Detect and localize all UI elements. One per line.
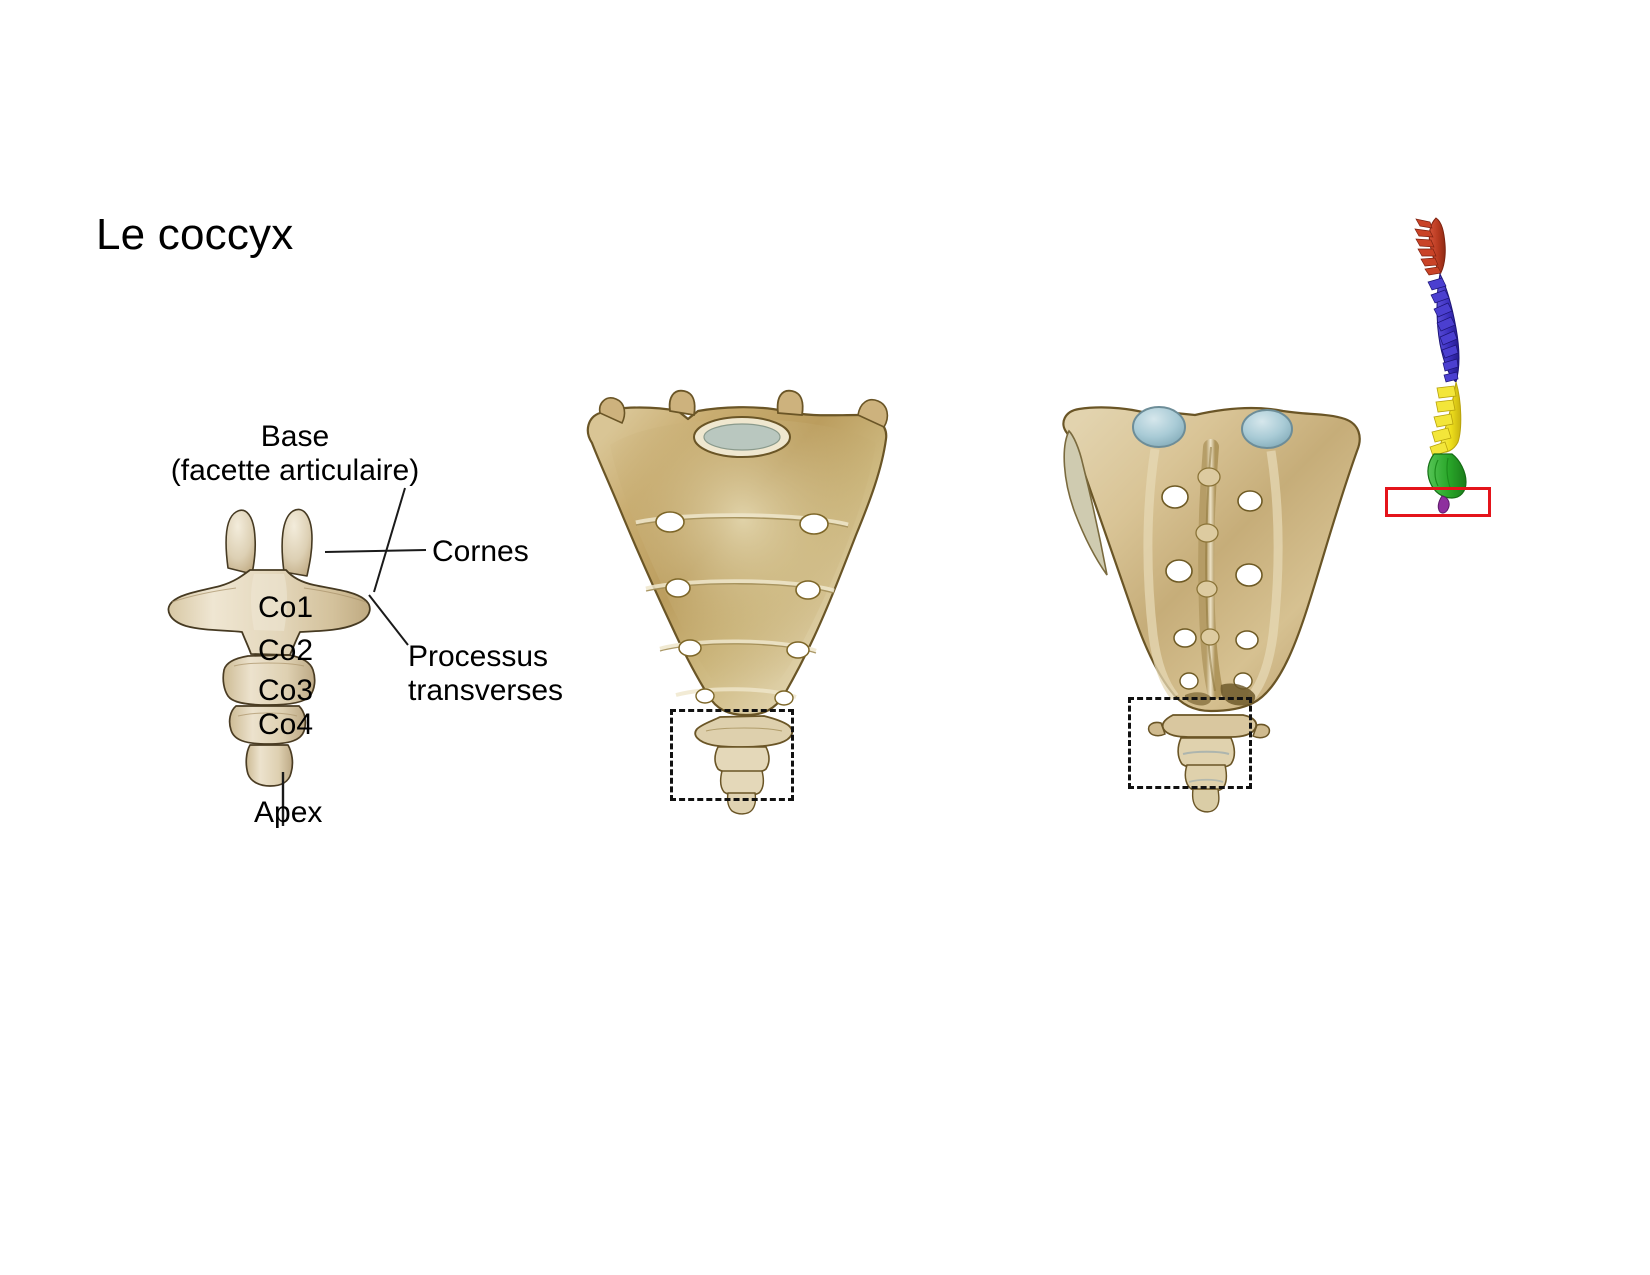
anterior-sacral-foramen-left-4: [695, 688, 715, 704]
sacral-ala-right-tip: [857, 399, 889, 429]
sacral-tubercle-2: [1195, 523, 1219, 543]
posterior-sacral-foramen-right-2: [1235, 563, 1263, 587]
label-base: Base (facette articulaire): [170, 420, 420, 488]
sacrum-anterior-illustration: [586, 389, 889, 815]
coccygeal-vertebra-2: [222, 654, 316, 706]
anterior-sacral-foramen-left-3: [678, 639, 702, 657]
anterior-sacral-foramen-right-3: [786, 641, 810, 659]
sacral-tubercle-3: [1196, 580, 1218, 598]
highlight-box-coccyx-posterior: [1128, 697, 1252, 789]
sacral-ala-left-tip: [598, 397, 626, 425]
posterior-sacral-foramen-right-3: [1235, 630, 1259, 650]
sacral-ala-left-posterior: [1063, 429, 1108, 576]
coccyx-anterior-shade: [705, 727, 783, 732]
label-processus-line1: Processus: [408, 640, 549, 673]
coccyx-illustration: [167, 508, 371, 787]
coccyx-posterior-joint-line: [1182, 750, 1230, 755]
label-base-line1: Base: [260, 420, 330, 453]
coccygeal-vertebra-3: [228, 705, 307, 745]
co3-shade: [237, 712, 298, 717]
segment-label-co1: Co1: [258, 591, 314, 624]
anterior-sacral-foramen-right-4: [774, 690, 794, 706]
leader-processus: [368, 594, 409, 646]
anterior-sacral-foramen-left-1: [655, 511, 685, 533]
posterior-sacral-foramen-right-1: [1237, 490, 1263, 512]
figure-vertebral-column: [1390, 210, 1510, 514]
anterior-sacral-foramen-right-2: [795, 580, 821, 600]
co1-wing-shade-right: [303, 587, 367, 603]
coccyx-posterior-joint-line-2: [1188, 778, 1224, 783]
co1-wing-shade-left: [171, 587, 237, 603]
figure-sacrum-posterior: [1035, 385, 1385, 815]
spine-illustration: [1414, 217, 1467, 514]
figure-coccyx-detail: [150, 490, 430, 800]
spine-region-lumbar: [1429, 381, 1462, 457]
posterior-sacral-foramen-left-4: [1179, 672, 1199, 690]
co2-shade: [233, 662, 305, 667]
coccygeal-cornu-left-posterior: [1147, 721, 1166, 737]
label-apex: Apex: [254, 796, 323, 829]
segment-label-co4: Co4: [258, 708, 314, 741]
label-processus-transverses: Processus transverses: [408, 640, 563, 707]
intermediate-crest-right: [1247, 450, 1283, 700]
posterior-sacral-foramen-left-3: [1173, 628, 1197, 648]
leader-lines-group: [281, 487, 427, 826]
coccygeal-vertebra-4: [245, 744, 294, 787]
coccygeal-horn-left: [225, 509, 257, 575]
highlight-box-coccyx-spine: [1385, 487, 1491, 517]
segment-label-co2: Co2: [258, 634, 314, 667]
anterior-sacral-foramen-right-1: [799, 513, 829, 535]
co1-highlight: [251, 574, 287, 631]
label-base-line2: (facette articulaire): [170, 454, 420, 488]
posterior-sacral-foramen-left-1: [1161, 485, 1189, 509]
sacral-tubercle-1: [1197, 467, 1221, 487]
page-title: Le coccyx: [96, 210, 294, 259]
segment-label-co3: Co3: [258, 674, 314, 707]
superior-articular-facet-left: [1132, 406, 1186, 448]
spine-region-cervical: [1414, 217, 1446, 276]
anterior-sacral-foramen-left-2: [665, 578, 691, 598]
sacral-process-right: [776, 389, 804, 416]
superior-articular-facet-right: [1241, 409, 1293, 449]
sacrum-anterior-sheen: [610, 419, 876, 703]
leader-base: [373, 487, 406, 593]
label-cornes: Cornes: [432, 535, 529, 568]
figure-sacrum-anterior: [570, 385, 920, 815]
sacral-process-left: [668, 389, 696, 417]
sacral-tubercle-4: [1200, 628, 1220, 646]
sacrum-posterior-illustration: [1062, 406, 1361, 813]
spine-region-coccyx: [1437, 495, 1450, 514]
spine-region-thoracic: [1427, 272, 1460, 383]
coccyx-segment-4-posterior: [1191, 788, 1220, 813]
leader-cornes: [324, 549, 427, 553]
intermediate-crest-left: [1143, 448, 1179, 700]
posterior-sacral-foramen-left-2: [1165, 559, 1193, 583]
highlight-box-coccyx-anterior: [670, 709, 794, 801]
coccygeal-horn-right: [281, 508, 313, 577]
coccygeal-cornu-right-posterior: [1252, 723, 1271, 739]
label-processus-line2: transverses: [408, 673, 564, 707]
s1-cartilage: [703, 423, 781, 451]
